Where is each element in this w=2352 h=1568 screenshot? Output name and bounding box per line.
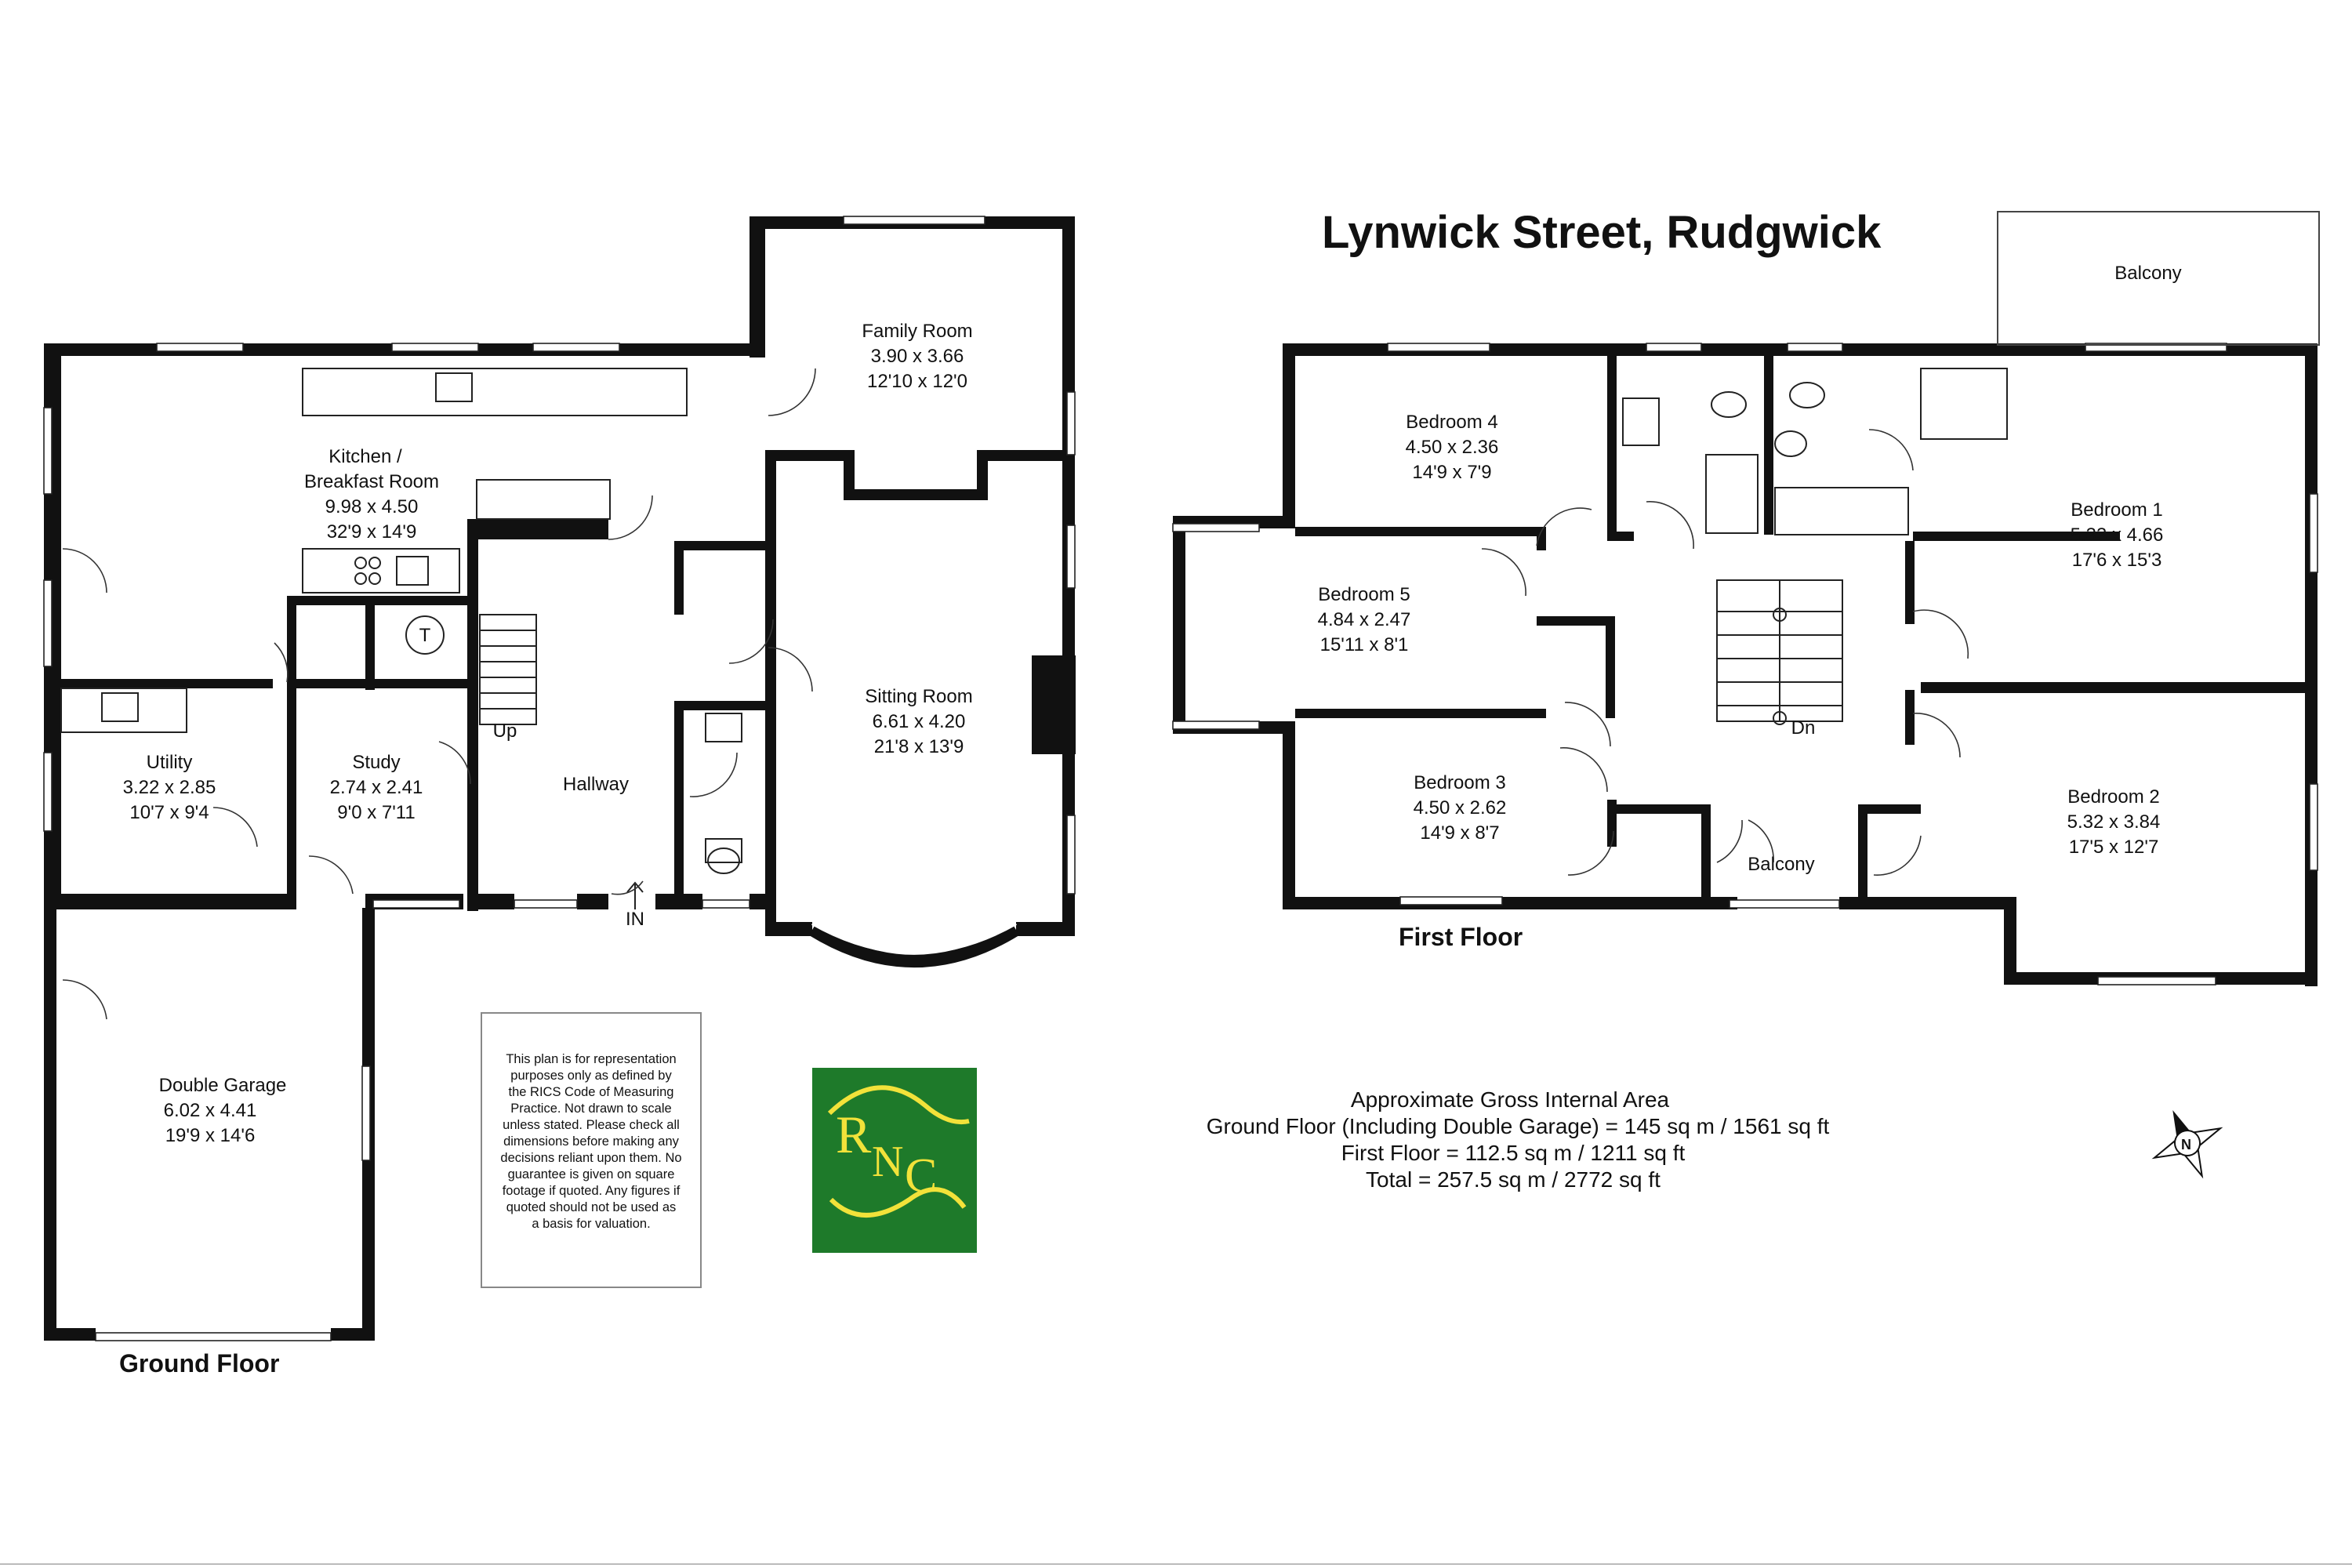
- ground-floor-doors: [62, 368, 816, 1020]
- area-heading: Approximate Gross Internal Area: [1351, 1087, 1670, 1112]
- room-imperial-bed3: 14'9 x 8'7: [1420, 822, 1499, 844]
- room-name-study: Study: [352, 752, 400, 773]
- disclaimer-line: dimensions before making any: [503, 1134, 680, 1149]
- bathroom-fittings: [1622, 368, 2008, 535]
- disclaimer-line: unless stated. Please check all: [503, 1118, 680, 1132]
- room-name-kitchen-line2: Breakfast Room: [304, 471, 439, 492]
- entrance-arrow-icon: [626, 881, 644, 909]
- disclaimer-line: purposes only as defined by: [510, 1069, 672, 1083]
- rnc-logo: R N C: [812, 1068, 977, 1253]
- balcony-front-label: Balcony: [1748, 854, 1814, 875]
- room-metric-bed4: 4.50 x 2.36: [1406, 437, 1499, 458]
- room-metric-sitting: 6.61 x 4.20: [873, 711, 966, 732]
- compass-letter: N: [2181, 1137, 2191, 1152]
- room-name-bed5: Bedroom 5: [1318, 584, 1410, 605]
- disclaimer-line: quoted should not be used as: [506, 1200, 677, 1214]
- disclaimer-box: This plan is for representation purposes …: [481, 1012, 702, 1288]
- room-imperial-study: 9'0 x 7'11: [337, 802, 415, 823]
- disclaimer-line: the RICS Code of Measuring: [509, 1085, 674, 1099]
- room-metric-study: 2.74 x 2.41: [330, 777, 423, 798]
- kitchen-fittings: [60, 368, 688, 733]
- ground-floor-windows: [43, 216, 1076, 1341]
- tank-icon: [405, 615, 445, 655]
- tank-label: T: [419, 625, 431, 646]
- room-metric-garage: 6.02 x 4.41: [164, 1100, 257, 1121]
- disclaimer-line: a basis for valuation.: [532, 1217, 650, 1231]
- room-name-utility: Utility: [147, 752, 193, 773]
- room-imperial-kitchen: 32'9 x 14'9: [327, 521, 417, 543]
- room-metric-utility: 3.22 x 2.85: [123, 777, 216, 798]
- area-total: Total = 257.5 sq m / 2772 sq ft: [1366, 1167, 1661, 1192]
- room-metric-bed5: 4.84 x 2.47: [1318, 609, 1411, 630]
- room-name-bed2: Bedroom 2: [2067, 786, 2159, 808]
- area-ground: Ground Floor (Including Double Garage) =…: [1207, 1114, 1830, 1138]
- room-metric-bed2: 5.32 x 3.84: [2067, 811, 2161, 833]
- room-name-bed1: Bedroom 1: [2071, 499, 2162, 521]
- first-floor-doors: [1481, 429, 1969, 876]
- logo-letter-r: R: [836, 1105, 872, 1164]
- room-name-hallway: Hallway: [563, 774, 629, 795]
- first-floor-windows: [1172, 343, 2318, 985]
- room-name-kitchen: Kitchen /: [328, 446, 402, 467]
- disclaimer-line: decisions reliant upon them. No: [500, 1151, 681, 1165]
- bay-window: [808, 924, 1020, 967]
- stairs-down-label: Dn: [1791, 717, 1816, 739]
- room-metric-kitchen: 9.98 x 4.50: [325, 496, 419, 517]
- room-imperial-bed1: 17'6 x 15'3: [2072, 550, 2162, 571]
- logo-letter-n: N: [872, 1138, 903, 1186]
- room-imperial-bed5: 15'11 x 8'1: [1320, 634, 1409, 655]
- wc-fittings: [705, 713, 742, 874]
- room-name-family: Family Room: [862, 321, 972, 342]
- logo-letter-c: C: [905, 1149, 937, 1203]
- room-name-bed4: Bedroom 4: [1406, 412, 1497, 433]
- room-name-sitting: Sitting Room: [865, 686, 972, 707]
- ground-floor-label: Ground Floor: [119, 1349, 279, 1377]
- rear-balcony-outline: [1997, 211, 2320, 346]
- stairs-up-label: Up: [493, 720, 517, 742]
- room-name-bed3: Bedroom 3: [1414, 772, 1505, 793]
- ground-stairs: [479, 614, 537, 725]
- first-floor-label: First Floor: [1399, 923, 1523, 951]
- room-imperial-family: 12'10 x 12'0: [867, 371, 967, 392]
- first-floor-stairs: [1716, 579, 1843, 725]
- disclaimer-line: guarantee is given on square: [508, 1167, 675, 1181]
- room-metric-bed1: 5.33 x 4.66: [2071, 524, 2164, 546]
- room-imperial-utility: 10'7 x 9'4: [129, 802, 209, 823]
- page-border: [0, 1563, 2352, 1565]
- room-imperial-bed2: 17'5 x 12'7: [2069, 837, 2159, 858]
- room-imperial-sitting: 21'8 x 13'9: [874, 736, 964, 757]
- disclaimer-line: Practice. Not drawn to scale: [510, 1102, 671, 1116]
- area-first: First Floor = 112.5 sq m / 1211 sq ft: [1341, 1141, 1686, 1165]
- compass-rose-icon: [2151, 1109, 2223, 1179]
- entrance-label: IN: [626, 909, 644, 930]
- room-name-garage: Double Garage: [159, 1075, 287, 1096]
- room-metric-family: 3.90 x 3.66: [871, 346, 964, 367]
- room-imperial-garage: 19'9 x 14'6: [165, 1125, 256, 1146]
- room-imperial-bed4: 14'9 x 7'9: [1412, 462, 1491, 483]
- balcony-rear-label: Balcony: [2114, 263, 2181, 284]
- page-title: Lynwick Street, Rudgwick: [1322, 207, 1882, 258]
- disclaimer-line: footage if quoted. Any figures if: [503, 1184, 681, 1198]
- room-metric-bed3: 4.50 x 2.62: [1414, 797, 1507, 818]
- first-floor-walls: [1173, 343, 2318, 986]
- disclaimer-line: This plan is for representation: [506, 1052, 676, 1066]
